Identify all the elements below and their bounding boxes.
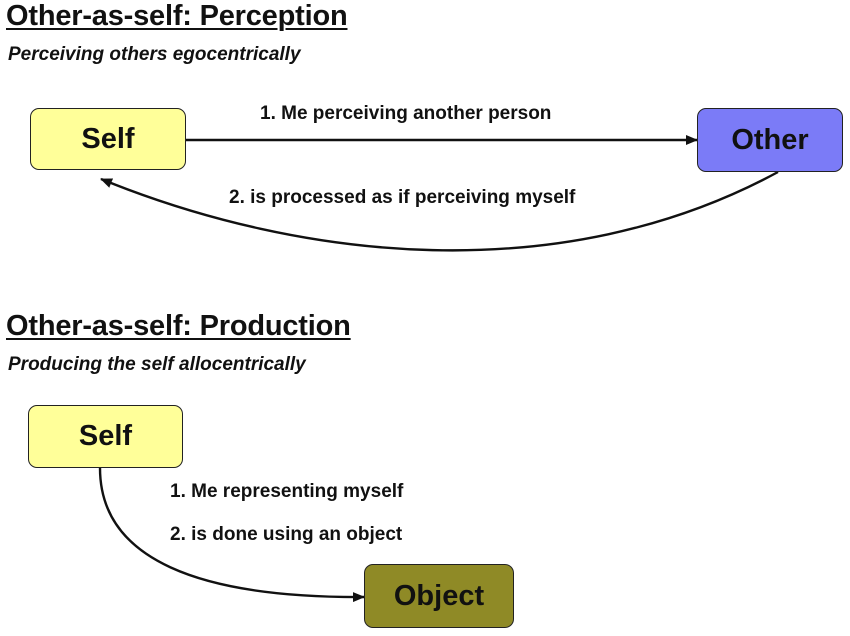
edge-self-to-other-label: 1. Me perceiving another person (260, 103, 552, 124)
perception-subtitle: Perceiving others egocentrically (8, 44, 301, 65)
production-subtitle: Producing the self allocentrically (8, 354, 306, 375)
node-object: Object (364, 564, 514, 628)
node-self-perception: Self (30, 108, 186, 170)
node-object-label: Object (393, 579, 485, 612)
edge-self-to-object (98, 467, 365, 603)
node-self-production-label: Self (78, 420, 133, 452)
perception-title: Other-as-self: Perception (6, 0, 348, 32)
edge-other-to-self-label: 2. is processed as if perceiving myself (229, 187, 576, 208)
production-edge2-label: 2. is done using an object (170, 524, 403, 545)
production-title: Other-as-self: Production (6, 310, 351, 342)
production-edge1-label: 1. Me representing myself (170, 481, 404, 502)
node-other: Other (697, 108, 843, 172)
edge-other-to-self (100, 170, 779, 252)
node-other-label: Other (731, 123, 809, 156)
node-self-perception-label: Self (81, 122, 135, 155)
node-self-production: Self (28, 405, 183, 468)
